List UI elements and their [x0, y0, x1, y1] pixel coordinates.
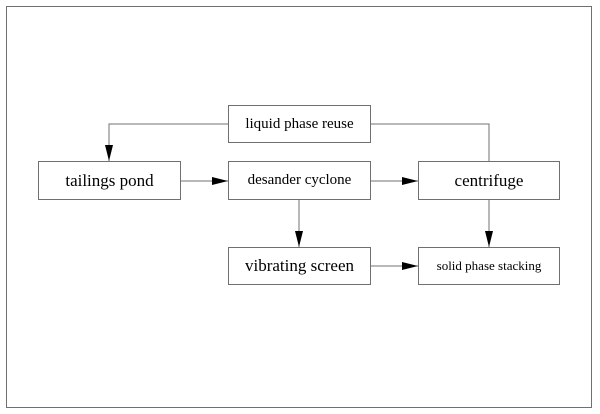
node-label: vibrating screen — [244, 256, 355, 275]
node-label: centrifuge — [454, 170, 524, 190]
node-label: desander cyclone — [247, 172, 352, 188]
edge-centrifuge-to-reuse — [370, 123, 490, 161]
node-tailings-pond: tailings pond — [38, 161, 181, 200]
node-liquid-phase-reuse: liquid phase reuse — [228, 105, 371, 143]
node-desander-cyclone: desander cyclone — [228, 161, 371, 200]
node-vibrating-screen: vibrating screen — [228, 247, 371, 285]
node-label: liquid phase reuse — [245, 115, 354, 132]
node-label: tailings pond — [65, 170, 154, 190]
edge-reuse-to-tailings — [105, 123, 228, 161]
node-solid-phase-stacking: solid phase stacking — [418, 247, 560, 285]
node-label: solid phase stacking — [436, 258, 542, 273]
diagram-frame — [6, 6, 592, 408]
node-centrifuge: centrifuge — [418, 161, 560, 200]
